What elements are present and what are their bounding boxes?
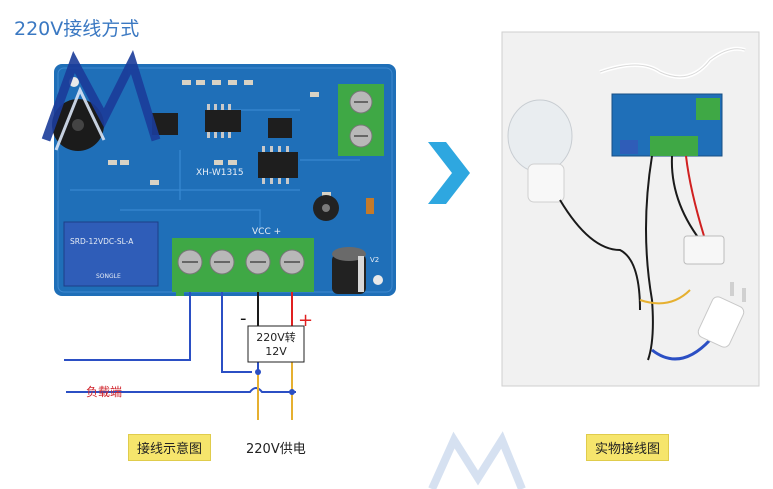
board-model-text: XH-W1315 — [196, 168, 244, 178]
converter-line1: 220V转 — [256, 330, 296, 344]
supply-label: 220V供电 — [246, 442, 306, 457]
smd-components — [108, 80, 331, 197]
caption-wiring-schematic: 接线示意图 — [128, 434, 212, 461]
logo-watermark — [41, 49, 161, 151]
electrolytic-capacitor — [332, 247, 366, 294]
chevron-right-icon — [428, 142, 470, 204]
plus-sign: + — [298, 310, 313, 331]
load-terminal-label: 负载端 — [86, 385, 123, 399]
converter-line2: 12V — [265, 345, 287, 358]
small-capacitor — [313, 195, 339, 221]
relay: SRD-12VDC-SL-A SONGLE — [63, 221, 159, 287]
wire-junctions — [255, 369, 295, 395]
vcc-label: VCC + — [252, 227, 281, 237]
logo-watermark-bottom — [428, 431, 526, 489]
diode — [366, 198, 374, 214]
v2-label: V2 — [370, 256, 379, 264]
photo-panel — [501, 31, 760, 387]
caption-actual-wiring: 实物接线图 — [586, 434, 670, 461]
relay-model-text: SRD-12VDC-SL-A — [70, 237, 134, 246]
minus-sign: - — [240, 308, 247, 329]
converter-box — [247, 325, 305, 363]
terminal-block-right — [338, 84, 384, 156]
page-title: 220V接线方式 — [14, 18, 140, 40]
wiring — [64, 292, 296, 420]
terminal-block-bottom — [172, 238, 314, 296]
relay-brand-text: SONGLE — [96, 273, 121, 280]
ic-chips — [152, 104, 298, 184]
